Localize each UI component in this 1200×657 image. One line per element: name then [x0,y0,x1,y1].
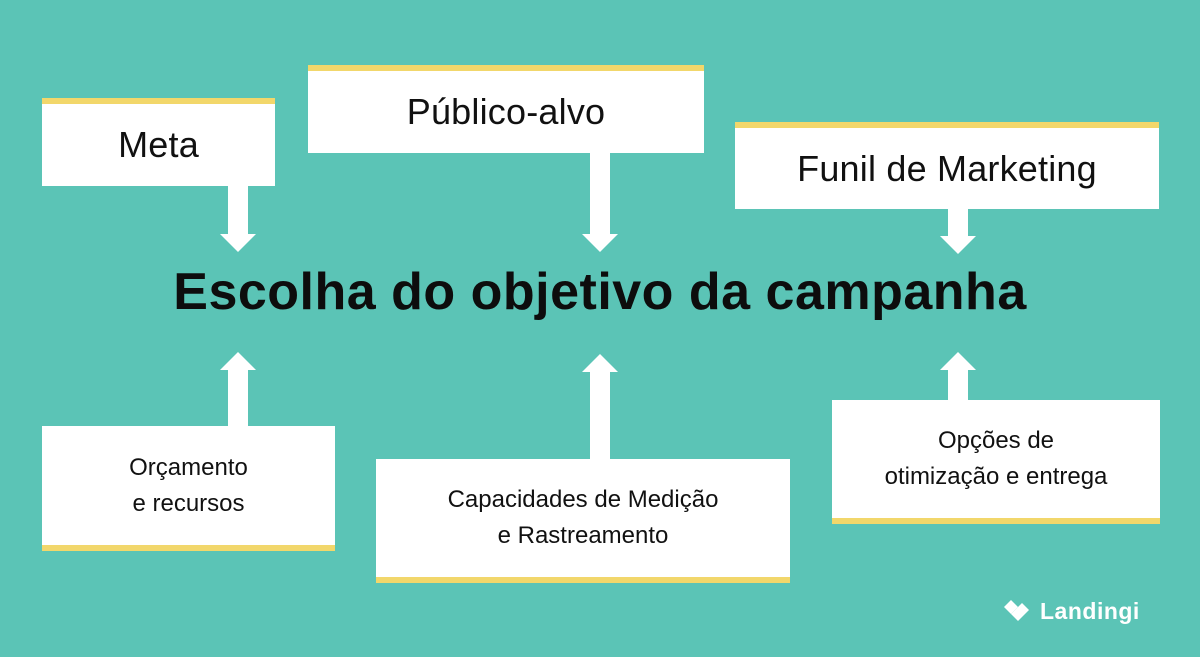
brand-logo: Landingi [1002,596,1140,626]
arrow-up-orcamento [220,352,256,426]
brand-name: Landingi [1040,597,1140,624]
box-label: Público-alvo [406,91,606,132]
box-publico-alvo: Público-alvo [308,65,704,153]
box-label-line2: otimização e entrega [884,463,1108,490]
box-orcamento: Orçamento e recursos [42,426,335,551]
box-label-line1: Opções de [937,427,1055,454]
arrow-up-capacidades [582,354,618,459]
box-meta: Meta [42,98,275,186]
box-capacidades: Capacidades de Medição e Rastreamento [376,459,790,583]
arrow-down-funil [940,208,976,254]
box-label-line2: e recursos [132,489,245,517]
box-opcoes: Opções de otimização e entrega [832,400,1160,524]
landingi-logo-icon [1004,600,1029,621]
arrow-down-publico [582,152,618,252]
arrow-up-opcoes [940,352,976,400]
diagram-title: Escolha do objetivo da campanha [173,263,1027,321]
box-label-line2: e Rastreamento [497,522,669,549]
box-label-line1: Capacidades de Medição [447,486,719,513]
arrow-down-meta [220,186,256,252]
box-funil-de-marketing: Funil de Marketing [735,122,1159,209]
box-label-line1: Orçamento [129,453,248,481]
box-label: Funil de Marketing [797,147,1097,189]
box-label: Meta [118,124,199,165]
